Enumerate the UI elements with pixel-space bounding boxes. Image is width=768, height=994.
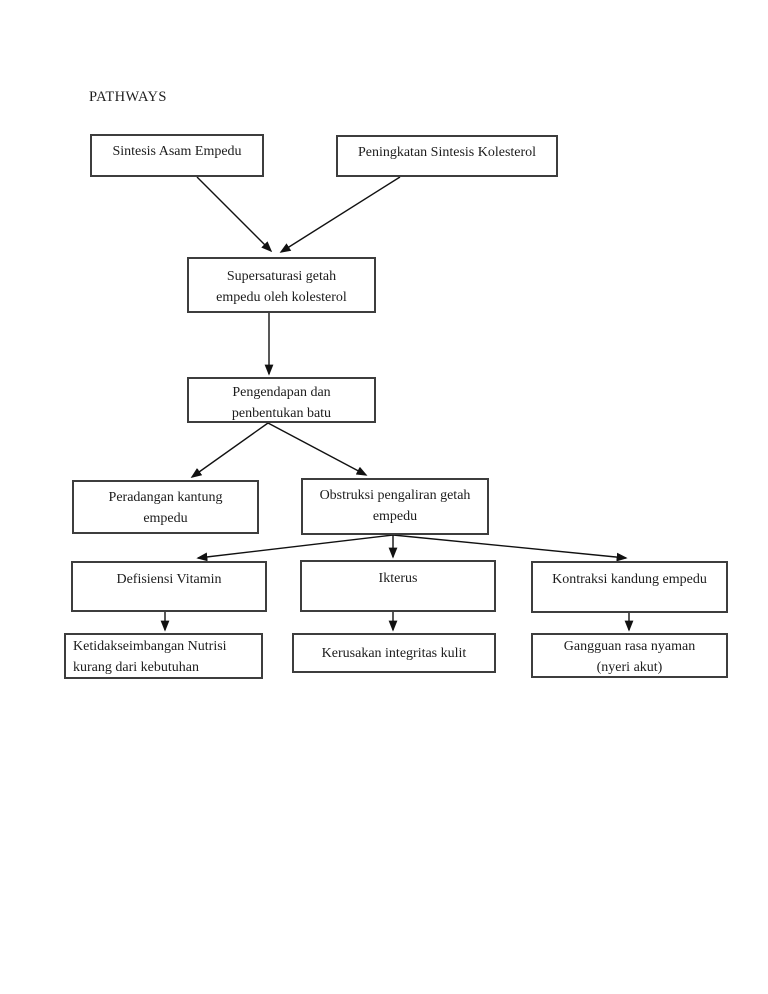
node-ketidakseimbangan-nutrisi: Ketidakseimbangan Nutrisi kurang dari ke…	[64, 633, 263, 679]
node-label: penbentukan batu	[231, 406, 332, 421]
node-label: Ketidakseimbangan Nutrisi	[73, 639, 227, 654]
arrow-sintesis-to-supersaturasi	[196, 176, 273, 253]
node-gangguan-rasa-nyaman: Gangguan rasa nyaman (nyeri akut)	[531, 633, 728, 678]
node-supersaturasi-getah-empedu: Supersaturasi getah empedu oleh kolester…	[187, 257, 376, 313]
node-kerusakan-integritas-kulit: Kerusakan integritas kulit	[292, 633, 496, 673]
node-label: empedu oleh kolesterol	[216, 290, 347, 305]
node-label: Peningkatan Sintesis Kolesterol	[357, 145, 537, 160]
node-label: (nyeri akut)	[596, 660, 663, 675]
node-obstruksi-pengaliran-getah: Obstruksi pengaliran getah empedu	[301, 478, 489, 535]
arrow-pengendapan-to-peradangan	[190, 422, 269, 478]
arrow-pengendapan-to-obstruksi	[267, 422, 368, 476]
node-kontraksi-kandung-empedu: Kontraksi kandung empedu	[531, 561, 728, 613]
node-label: kurang dari kebutuhan	[73, 660, 199, 675]
node-label: Supersaturasi getah	[226, 269, 337, 284]
node-label: Peradangan kantung	[108, 490, 223, 505]
node-label: empedu	[143, 511, 188, 526]
arrow-obstruksi-to-defisiensi	[196, 534, 394, 562]
node-label: Gangguan rasa nyaman	[563, 639, 696, 654]
node-ikterus: Ikterus	[300, 560, 496, 612]
node-label: Ikterus	[378, 571, 418, 586]
node-peradangan-kantung-empedu: Peradangan kantung empedu	[72, 480, 259, 534]
node-label: Kerusakan integritas kulit	[321, 646, 467, 661]
node-label: Kontraksi kandung empedu	[552, 572, 707, 587]
node-label: empedu	[372, 509, 418, 524]
arrow-obstruksi-to-kontraksi	[392, 534, 628, 562]
page-title: PATHWAYS	[89, 89, 167, 105]
node-sintesis-asam-empedu: Sintesis Asam Empedu	[90, 134, 264, 177]
node-label: Pengendapan dan	[232, 385, 331, 400]
arrow-peningkatan-to-supersaturasi	[279, 176, 401, 253]
node-pengendapan-penbentukan-batu: Pengendapan dan penbentukan batu	[187, 377, 376, 423]
node-label: Sintesis Asam Empedu	[112, 144, 242, 159]
node-peningkatan-sintesis-kolesterol: Peningkatan Sintesis Kolesterol	[336, 135, 558, 177]
node-defisiensi-vitamin: Defisiensi Vitamin	[71, 561, 267, 612]
node-label: Defisiensi Vitamin	[116, 572, 222, 587]
node-label: Obstruksi pengaliran getah	[319, 488, 471, 503]
